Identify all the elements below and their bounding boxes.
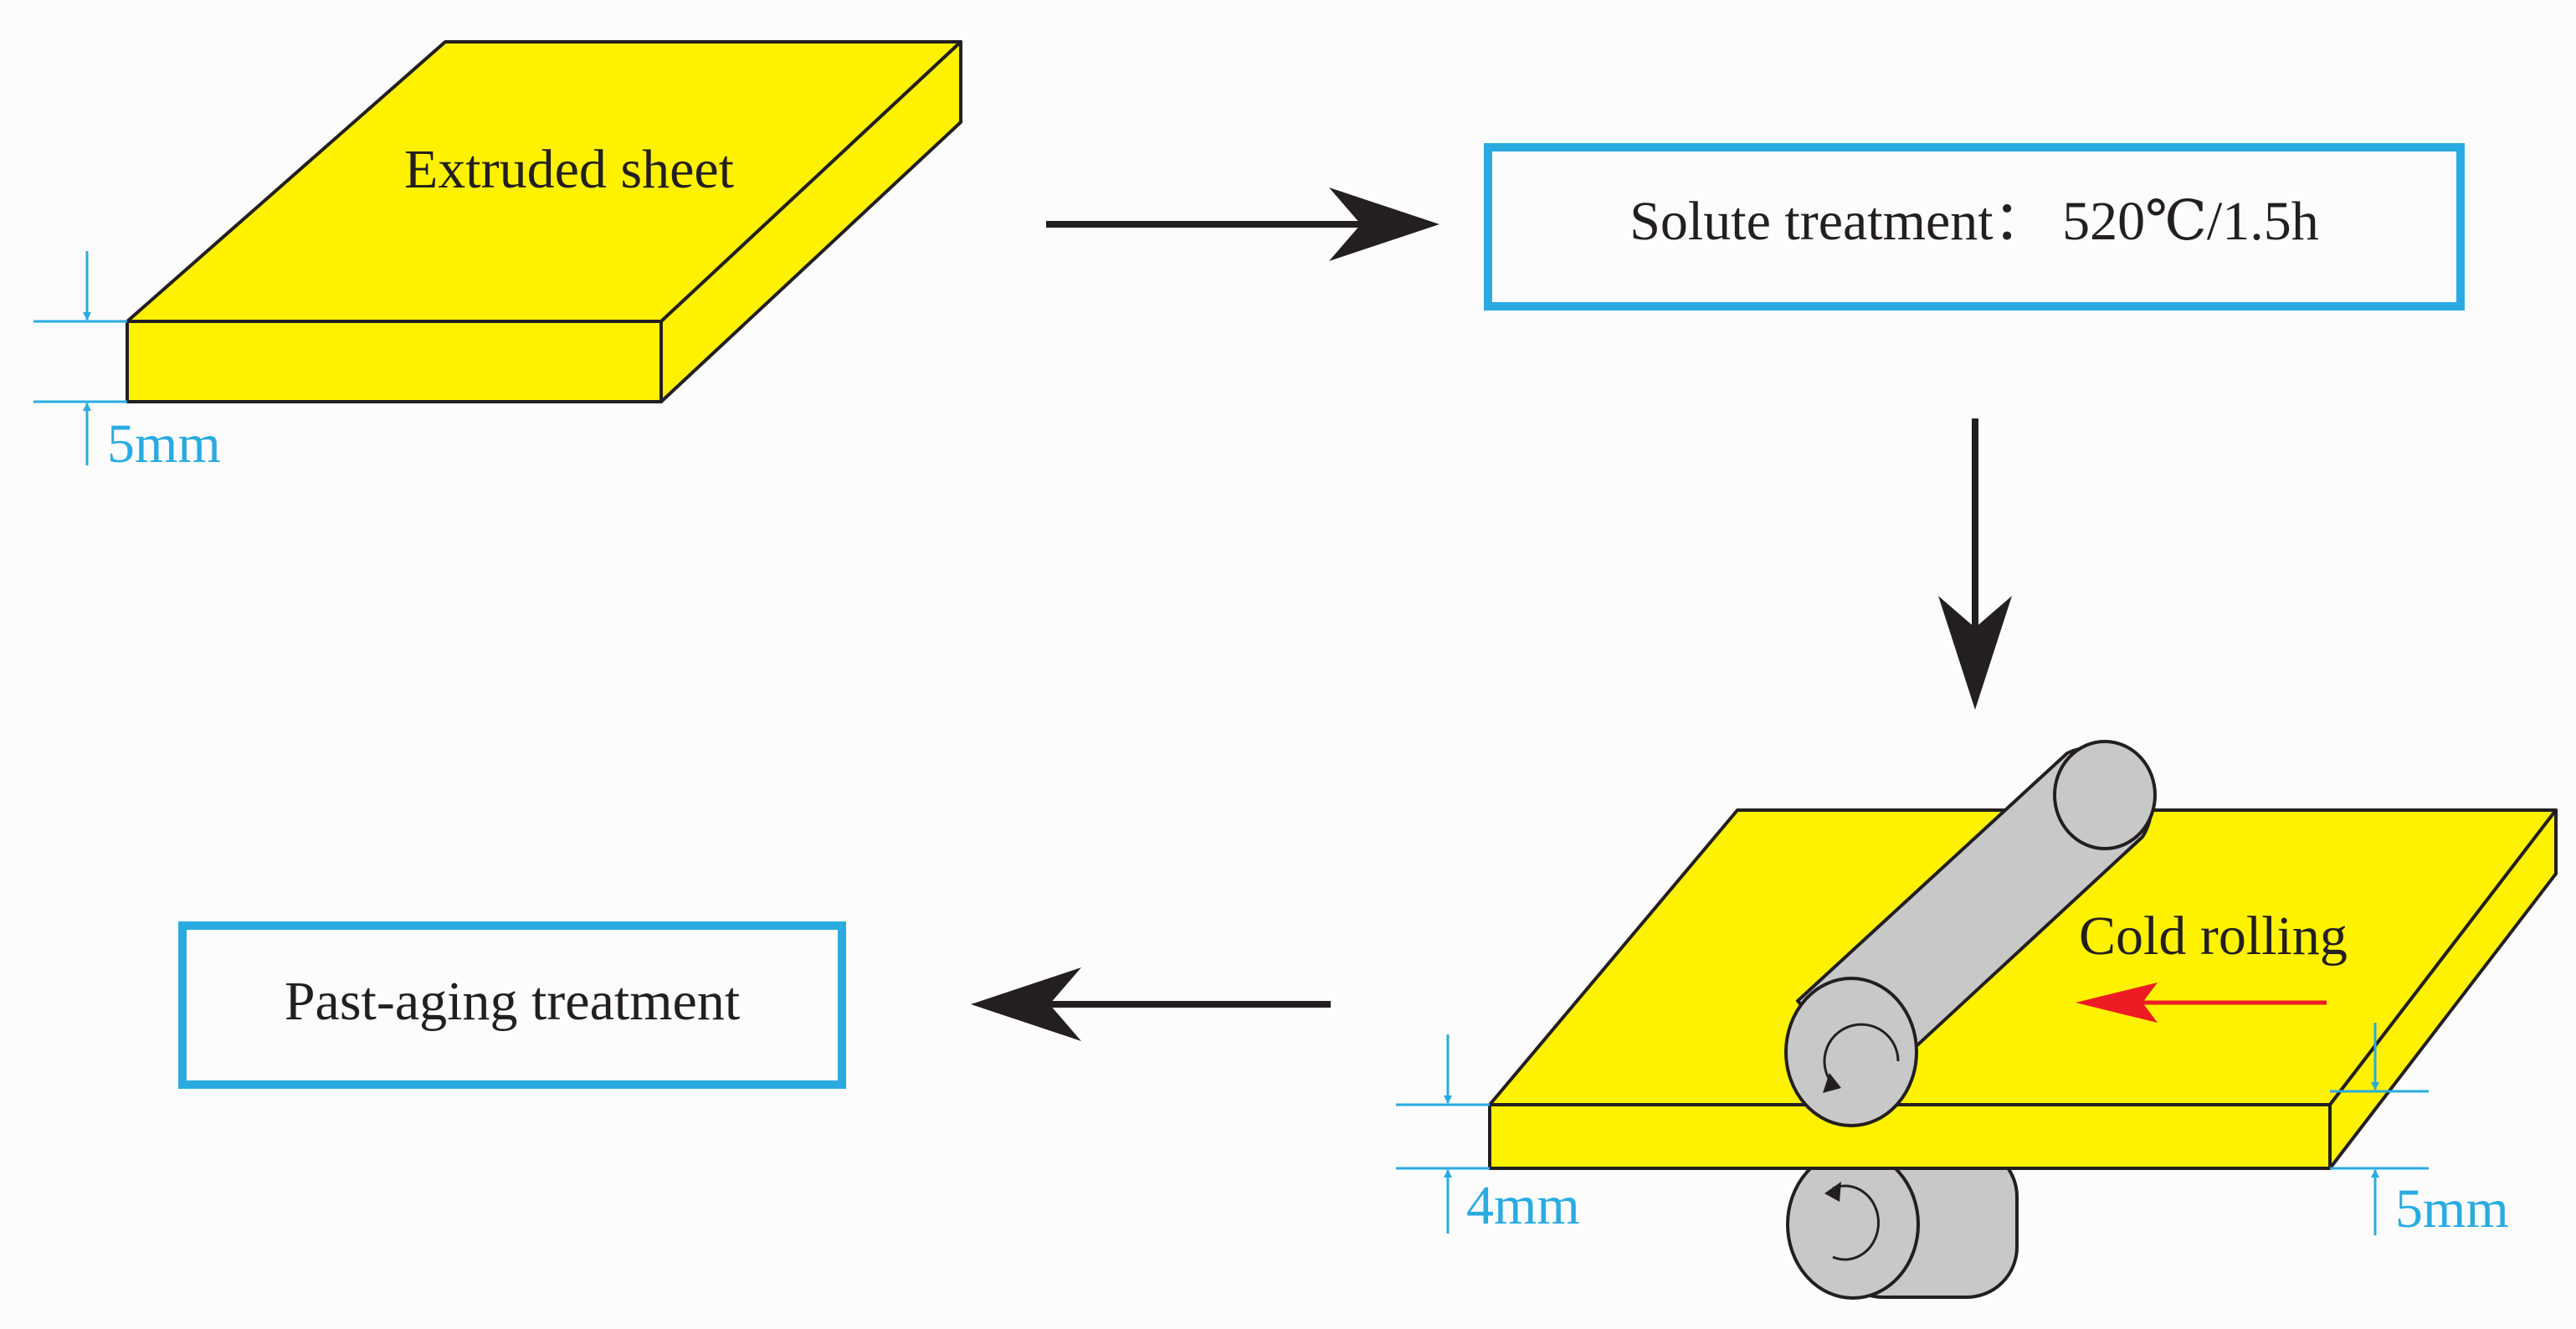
extruded-sheet: Extruded sheet: [126, 40, 962, 403]
upper-roller-far-end: [2053, 740, 2157, 850]
solution-treatment-box: Solute treatment： 520℃/1.5h: [1484, 143, 2465, 310]
flow-arrowhead: [1938, 596, 2012, 710]
flow-arrowhead: [1329, 187, 1439, 261]
lower-roller-end: [1786, 1149, 1920, 1300]
entry-thickness-dimension: 5mm: [2330, 1023, 2509, 1239]
entry-thickness-label: 5mm: [2395, 1178, 2509, 1239]
rotation-arrow-icon: [1832, 1184, 1880, 1261]
sheet-label: Extruded sheet: [404, 139, 734, 200]
flow-arrow-right: [1046, 187, 1439, 261]
rolling-direction-arrowhead: [2076, 983, 2158, 1023]
rolling-direction-arrow: [2076, 983, 2327, 1023]
rotation-arrowhead-icon: [1823, 1073, 1841, 1093]
rotation-arrow-icon: [1823, 1023, 1900, 1085]
sheet-thickness-label: 5mm: [107, 413, 221, 475]
flow-arrow-down: [1938, 418, 2012, 710]
sheet-thickness-dimension: 5mm: [33, 251, 221, 475]
sheet-front-face: [126, 320, 663, 403]
cold-rolling-setup: Cold rolling: [1488, 740, 2558, 1300]
aging-treatment-label: Past-aging treatment: [285, 971, 740, 1032]
cold-rolling-label: Cold rolling: [2079, 906, 2348, 967]
rotation-arrowhead-icon: [1824, 1182, 1841, 1202]
rolled-sheet-side-face: [2328, 808, 2558, 1170]
rolled-sheet-front-face: [1488, 1103, 2332, 1170]
flow-arrowhead: [971, 967, 1081, 1041]
aging-treatment-box: Past-aging treatment: [178, 921, 846, 1089]
aging-box-frame: [178, 921, 846, 1089]
upper-roller-near-end: [1784, 977, 1918, 1127]
flow-arrow-left: [971, 967, 1331, 1041]
solution-treatment-label: Solute treatment： 520℃/1.5h: [1629, 191, 2319, 252]
rolled-sheet: [1488, 808, 2558, 1170]
exit-thickness-dimension: 4mm: [1396, 1034, 1580, 1236]
upper-roller: [1784, 740, 2157, 1127]
exit-thickness-label: 4mm: [1466, 1175, 1580, 1236]
sheet-side-face: [659, 40, 962, 403]
solution-box-frame: [1484, 143, 2465, 310]
